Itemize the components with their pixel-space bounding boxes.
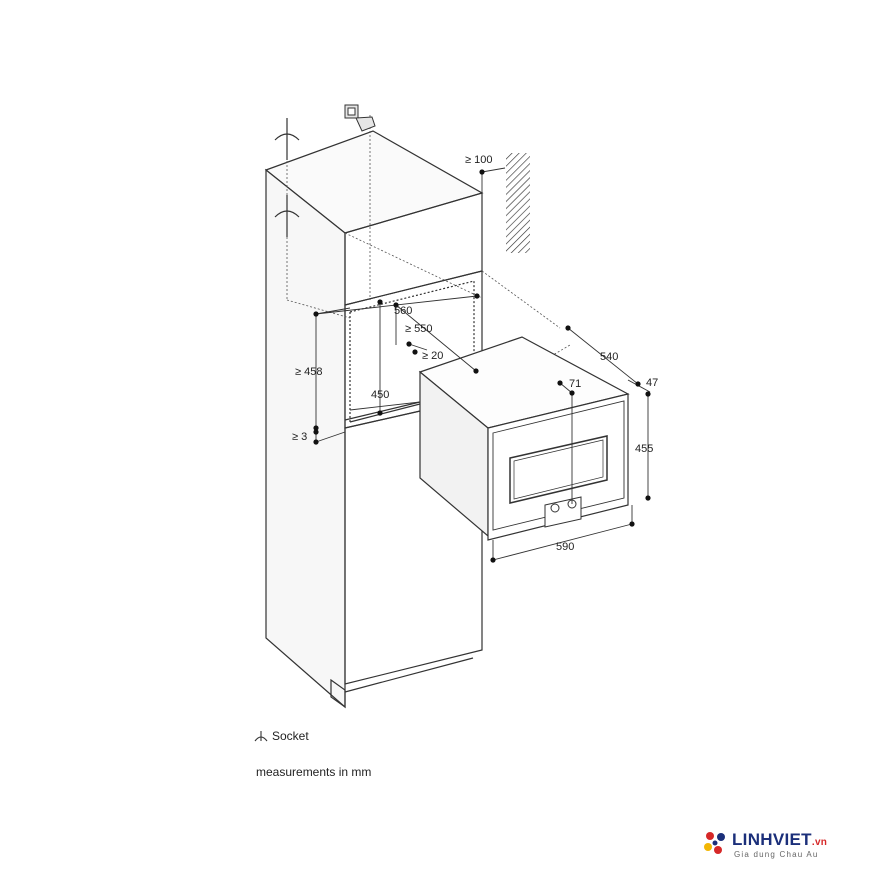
dim-front-depth: 47 bbox=[646, 377, 658, 389]
dim-top-clearance: ≥ 100 bbox=[465, 154, 492, 166]
brand-tagline: Gia dung Chau Au bbox=[734, 850, 819, 859]
socket-symbol-top bbox=[274, 118, 300, 160]
plug-icon bbox=[344, 104, 376, 132]
dim-niche-depth: ≥ 550 bbox=[405, 323, 432, 335]
brand-name: LINHVIET.vn bbox=[732, 830, 827, 850]
brand-logo: LINHVIET.vn Gia dung Chau Au bbox=[700, 826, 870, 866]
dim-appliance-depth: 540 bbox=[600, 351, 618, 363]
units-note: measurements in mm bbox=[256, 765, 372, 779]
wall-hatch bbox=[506, 153, 530, 253]
dim-inner-width: 450 bbox=[371, 389, 389, 401]
socket-icon bbox=[254, 731, 268, 742]
dim-appliance-height: 455 bbox=[635, 443, 653, 455]
tall-cabinet bbox=[264, 130, 484, 709]
socket-symbol-middle bbox=[274, 195, 300, 237]
brand-tld: .vn bbox=[811, 837, 828, 848]
dim-niche-width: 560 bbox=[394, 305, 412, 317]
brand-name-text: LINHVIET bbox=[732, 830, 812, 849]
legend-socket: Socket bbox=[254, 729, 309, 743]
brand-flower-icon bbox=[704, 832, 725, 854]
dim-appliance-width: 590 bbox=[556, 541, 574, 553]
dim-gap: ≥ 20 bbox=[422, 350, 443, 362]
legend-socket-label: Socket bbox=[272, 729, 309, 743]
dim-niche-height: ≥ 458 bbox=[295, 366, 322, 378]
dim-panel-offset: 71 bbox=[569, 378, 581, 390]
oven-appliance bbox=[418, 336, 630, 541]
oven-knob-left bbox=[550, 503, 560, 513]
dim-bottom-gap: ≥ 3 bbox=[292, 431, 307, 443]
dimension-dots bbox=[313, 169, 651, 563]
